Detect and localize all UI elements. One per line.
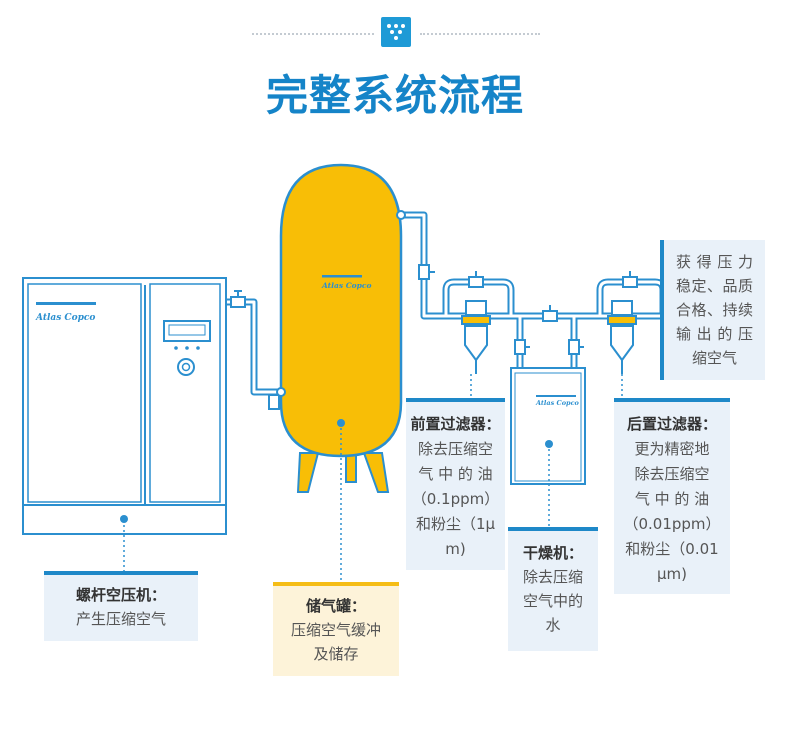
valve-icon	[542, 305, 558, 322]
prefilter-line: 和粉尘（1μ	[415, 515, 496, 533]
label-bar	[406, 398, 505, 402]
dryer-label-name: 干燥机：	[522, 544, 583, 562]
valve-icon	[514, 339, 530, 355]
tank-brand: Atlas Copco	[321, 281, 371, 290]
pointer-dot	[545, 440, 553, 448]
page-title: 完整系统流程	[265, 71, 524, 120]
dryer-line: 除去压缩	[522, 568, 583, 586]
prefilter-label: 前置过滤器： 除去压缩空 气 中 的 油 （0.1ppm） 和粉尘（1μ m)	[406, 402, 505, 570]
afterfilter-line: 更为精密地	[634, 440, 710, 458]
prefilter-line: 气 中 的 油	[418, 465, 493, 483]
result-line: 缩空气	[691, 349, 737, 367]
afterfilter-line: 除去压缩空	[634, 465, 710, 483]
air-tank: Atlas Copco	[276, 163, 406, 493]
pointer-dot	[337, 419, 345, 427]
valve-icon	[568, 339, 584, 355]
afterfilter-line: 气 中 的 油	[634, 490, 710, 508]
compressor-label-name: 螺杆空压机：	[75, 586, 166, 604]
valve-icon	[418, 264, 435, 280]
leaders	[120, 374, 623, 583]
valve-icon	[468, 271, 484, 288]
after-filter	[607, 300, 637, 374]
dryer-label: 干燥机： 除去压缩 空气中的 水	[508, 531, 598, 651]
prefilter-label-name: 前置过滤器：	[410, 415, 501, 433]
result-line: 获 得 压 力	[676, 253, 753, 271]
tank-label: 储气罐： 压缩空气缓冲 及储存	[273, 586, 399, 676]
afterfilter-label-name: 后置过滤器：	[626, 415, 717, 433]
pointer-dot	[120, 515, 128, 523]
label-bar	[660, 240, 664, 380]
result-label: 获 得 压 力 稳定、品质 合格、持续 输 出 的 压 缩空气	[664, 240, 765, 380]
header: 完整系统流程	[0, 0, 790, 130]
valves	[230, 264, 638, 410]
dryer-brand: Atlas Copco	[535, 399, 580, 407]
divider-right	[420, 33, 540, 35]
result-line: 合格、持续	[676, 301, 753, 319]
prefilter-line: （0.1ppm）	[411, 490, 500, 508]
valve-icon	[622, 271, 638, 288]
afterfilter-label: 后置过滤器： 更为精密地 除去压缩空 气 中 的 油 （0.01ppm） 和粉尘…	[614, 402, 730, 594]
result-line: 输 出 的 压	[676, 325, 753, 343]
compressor-label-desc: 产生压缩空气	[75, 610, 166, 628]
gauge-icon	[177, 358, 195, 376]
pre-filter	[461, 300, 491, 374]
tank-label-desc1: 压缩空气缓冲	[290, 621, 381, 639]
tank-label-desc2: 及储存	[313, 645, 359, 663]
valve-icon	[230, 290, 246, 308]
dryer-line: 空气中的	[522, 592, 583, 610]
label-bar	[273, 582, 399, 586]
control-panel	[163, 320, 211, 342]
afterfilter-line: （0.01ppm）	[623, 515, 721, 533]
afterfilter-line: μm)	[656, 565, 687, 583]
dots-badge-icon	[381, 17, 411, 47]
tank-label-name: 储气罐：	[305, 597, 366, 615]
label-bar	[614, 398, 730, 402]
screw-compressor: Atlas Copco	[22, 277, 227, 535]
divider-left	[252, 33, 374, 35]
prefilter-line: m)	[445, 540, 466, 558]
dryer: Atlas Copco	[510, 367, 586, 485]
valve-icon	[268, 394, 280, 410]
dryer-line: 水	[545, 616, 561, 634]
prefilter-line: 除去压缩空	[417, 440, 493, 458]
label-bar	[44, 571, 198, 575]
compressor-brand: Atlas Copco	[35, 313, 95, 323]
compressor-label: 螺杆空压机： 产生压缩空气	[44, 575, 198, 641]
result-line: 稳定、品质	[676, 277, 753, 295]
afterfilter-line: 和粉尘（0.01	[625, 540, 719, 558]
label-bar	[508, 527, 598, 531]
